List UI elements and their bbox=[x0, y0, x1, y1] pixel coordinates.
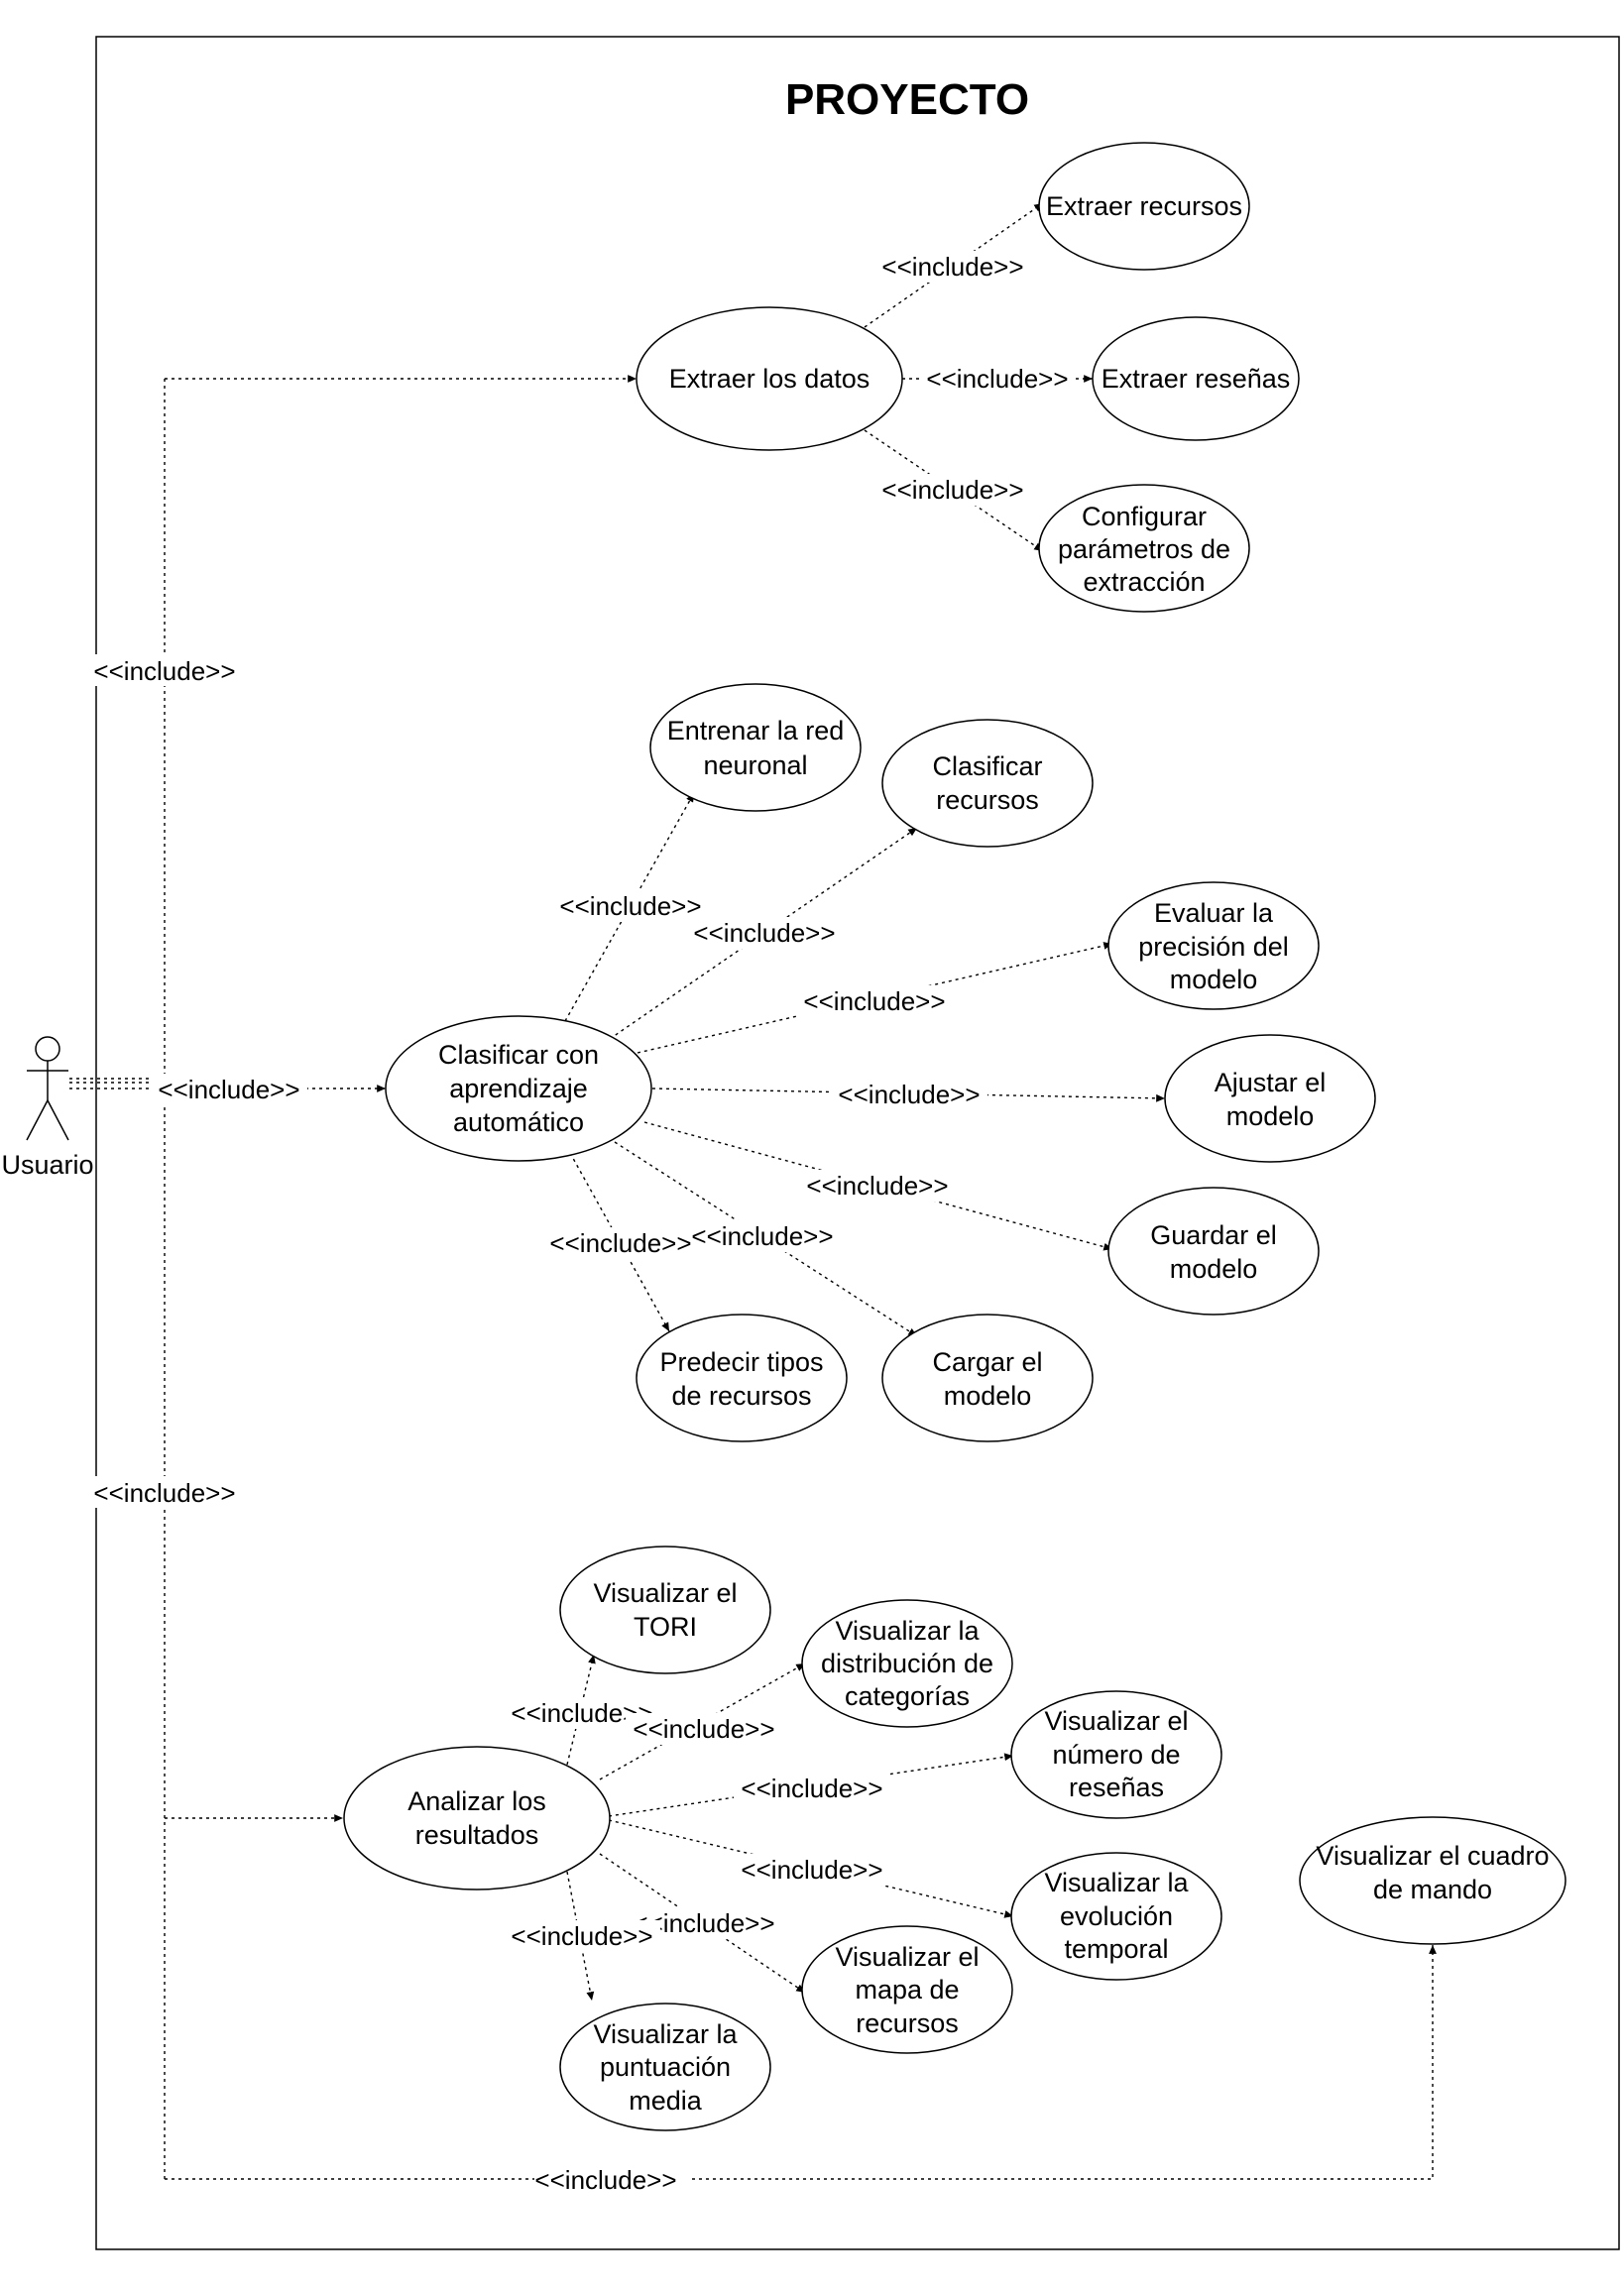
svg-text:TORI: TORI bbox=[634, 1612, 697, 1642]
use-case-configurar-parametros: Configurar parámetros de extracción bbox=[1038, 484, 1250, 613]
svg-text:Evaluar la: Evaluar la bbox=[1154, 898, 1274, 928]
svg-text:Predecir tipos: Predecir tipos bbox=[659, 1347, 823, 1377]
include-label: <<include>> bbox=[511, 1921, 652, 1951]
svg-text:parámetros de: parámetros de bbox=[1058, 534, 1230, 564]
use-case-visualizar-cuadro-mando: Visualizar el cuadro de mando bbox=[1299, 1816, 1566, 1945]
svg-text:Cargar el: Cargar el bbox=[932, 1347, 1042, 1377]
include-label: <<include>> bbox=[633, 1714, 774, 1744]
svg-text:distribución de: distribución de bbox=[821, 1649, 993, 1678]
svg-text:Visualizar el: Visualizar el bbox=[1044, 1706, 1188, 1736]
include-label: <<include>> bbox=[559, 891, 701, 921]
svg-text:Visualizar la: Visualizar la bbox=[835, 1616, 980, 1646]
use-case-analizar-resultados: Analizar los resultados bbox=[343, 1746, 611, 1891]
svg-text:Visualizar el: Visualizar el bbox=[593, 1578, 737, 1608]
svg-text:Guardar el: Guardar el bbox=[1150, 1220, 1277, 1250]
use-case-visualizar-puntuacion: Visualizar la puntuación media bbox=[559, 2003, 771, 2131]
svg-text:Configurar: Configurar bbox=[1082, 502, 1207, 531]
actor-name: Usuario bbox=[1, 1150, 93, 1180]
include-label: <<include>> bbox=[93, 1478, 235, 1508]
svg-text:recursos: recursos bbox=[936, 785, 1039, 815]
use-case-extraer-recursos: Extraer recursos bbox=[1038, 142, 1250, 271]
svg-text:modelo: modelo bbox=[1226, 1101, 1315, 1131]
svg-text:Clasificar con: Clasificar con bbox=[438, 1040, 599, 1070]
svg-text:evolución: evolución bbox=[1060, 1901, 1173, 1931]
svg-text:de mando: de mando bbox=[1373, 1875, 1492, 1904]
include-label: <<include>> bbox=[691, 1221, 833, 1251]
svg-text:neuronal: neuronal bbox=[703, 750, 807, 780]
svg-text:Visualizar el cuadro: Visualizar el cuadro bbox=[1316, 1841, 1549, 1871]
include-label: <<include>> bbox=[534, 2165, 676, 2195]
actor-usuario: Usuario bbox=[1, 1036, 94, 1180]
svg-text:Visualizar la: Visualizar la bbox=[593, 2019, 738, 2049]
svg-text:Visualizar la: Visualizar la bbox=[1044, 1868, 1189, 1897]
svg-text:de recursos: de recursos bbox=[671, 1381, 811, 1411]
svg-text:aprendizaje: aprendizaje bbox=[449, 1074, 588, 1103]
svg-text:Clasificar: Clasificar bbox=[932, 751, 1042, 781]
svg-text:precisión del: precisión del bbox=[1138, 932, 1289, 962]
use-case-entrenar-red-neuronal: Entrenar la red neuronal bbox=[649, 683, 862, 812]
use-case-ajustar-modelo: Ajustar el modelo bbox=[1164, 1034, 1376, 1163]
use-case-visualizar-evolucion: Visualizar la evolución temporal bbox=[1010, 1852, 1222, 1981]
svg-text:Extraer los datos: Extraer los datos bbox=[669, 364, 870, 394]
svg-text:puntuación: puntuación bbox=[600, 2052, 731, 2082]
svg-text:resultados: resultados bbox=[415, 1820, 539, 1850]
use-case-cargar-modelo: Cargar el modelo bbox=[881, 1314, 1094, 1442]
include-label: <<include>> bbox=[803, 986, 945, 1016]
use-case-clasificar-aprendizaje-automatico: Clasificar con aprendizaje automático bbox=[385, 1015, 652, 1162]
use-case-extraer-los-datos: Extraer los datos bbox=[636, 306, 903, 451]
svg-text:mapa de: mapa de bbox=[855, 1975, 959, 2005]
svg-text:modelo: modelo bbox=[1170, 965, 1258, 994]
svg-text:Visualizar el: Visualizar el bbox=[835, 1942, 979, 1972]
svg-text:Entrenar la red: Entrenar la red bbox=[667, 716, 845, 745]
svg-text:número de: número de bbox=[1052, 1740, 1180, 1770]
svg-text:modelo: modelo bbox=[944, 1381, 1032, 1411]
svg-text:Extraer reseñas: Extraer reseñas bbox=[1102, 364, 1291, 394]
svg-text:Ajustar el: Ajustar el bbox=[1215, 1068, 1327, 1097]
include-label: <<include>> bbox=[93, 656, 235, 686]
include-label: <<include>> bbox=[881, 252, 1023, 282]
svg-text:Analizar los: Analizar los bbox=[407, 1786, 546, 1816]
include-label: <<include>> bbox=[158, 1075, 299, 1104]
use-case-predecir-tipos: Predecir tipos de recursos bbox=[636, 1314, 848, 1442]
svg-text:Extraer recursos: Extraer recursos bbox=[1046, 191, 1242, 221]
include-labels: <<include>> <<include>> <<include>> <<in… bbox=[86, 251, 1076, 2196]
svg-text:media: media bbox=[629, 2086, 703, 2116]
use-case-visualizar-numero-resenas: Visualizar el número de reseñas bbox=[1010, 1690, 1222, 1819]
include-label: <<include>> bbox=[926, 364, 1068, 394]
include-label: <<include>> bbox=[806, 1171, 948, 1201]
include-label: <<include>> bbox=[741, 1855, 882, 1885]
svg-text:modelo: modelo bbox=[1170, 1254, 1258, 1284]
svg-text:reseñas: reseñas bbox=[1069, 1773, 1164, 1802]
include-label: <<include>> bbox=[741, 1774, 882, 1803]
include-label: <<include>> bbox=[881, 475, 1023, 505]
svg-text:recursos: recursos bbox=[856, 2008, 959, 2038]
include-label: <<include>> bbox=[838, 1080, 980, 1109]
include-label: <<include>> bbox=[693, 918, 835, 948]
use-case-visualizar-tori: Visualizar el TORI bbox=[559, 1546, 771, 1674]
use-case-evaluar-precision: Evaluar la precisión del modelo bbox=[1107, 881, 1320, 1010]
include-label: <<include>> bbox=[549, 1228, 691, 1258]
use-case-guardar-modelo: Guardar el modelo bbox=[1107, 1187, 1320, 1316]
svg-text:categorías: categorías bbox=[845, 1681, 970, 1711]
system-boundary bbox=[95, 36, 1620, 2250]
use-case-visualizar-distribucion: Visualizar la distribución de categorías bbox=[801, 1599, 1013, 1728]
svg-text:extracción: extracción bbox=[1083, 567, 1205, 597]
use-case-visualizar-mapa: Visualizar el mapa de recursos bbox=[801, 1925, 1013, 2054]
system-title: PROYECTO bbox=[785, 75, 1029, 124]
use-case-clasificar-recursos: Clasificar recursos bbox=[881, 719, 1094, 848]
use-case-extraer-resenas: Extraer reseñas bbox=[1092, 316, 1300, 441]
svg-text:automático: automático bbox=[453, 1107, 584, 1137]
svg-text:temporal: temporal bbox=[1064, 1934, 1168, 1964]
